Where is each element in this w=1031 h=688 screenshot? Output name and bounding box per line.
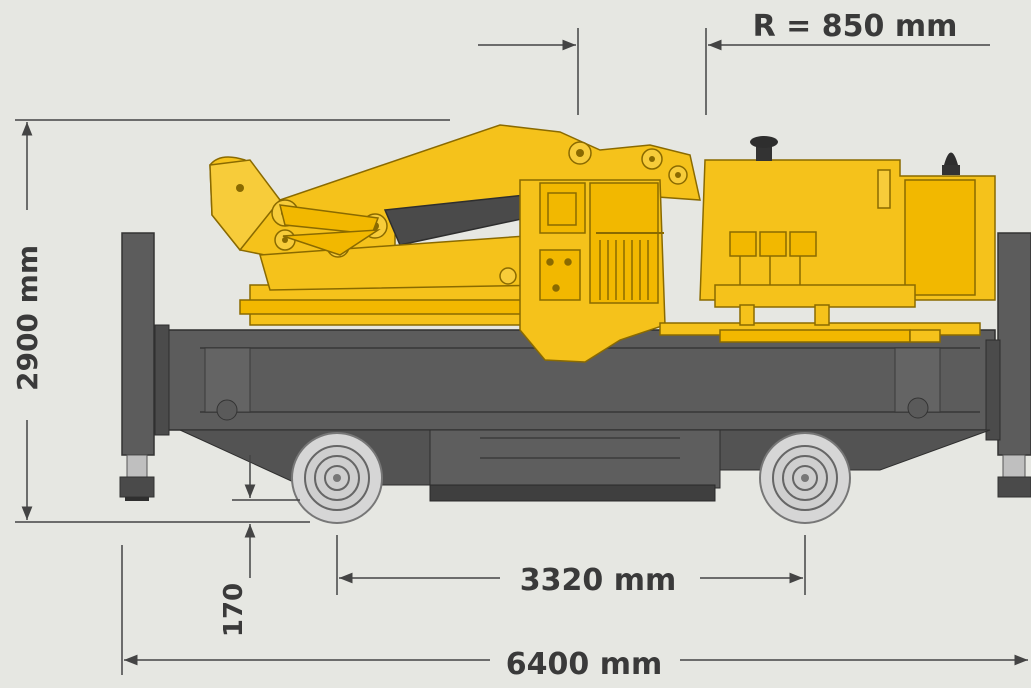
crane-superstructure — [209, 124, 996, 363]
length-label: 6400 mm — [506, 647, 662, 682]
radius-label: R = 850 mm — [753, 9, 958, 44]
wheel-front — [291, 432, 383, 524]
exhaust-cap — [750, 136, 778, 161]
dimension-lines — [15, 28, 1028, 675]
wheelbase-label: 3320 mm — [520, 563, 676, 598]
clearance-label: 170 — [219, 583, 249, 637]
warning-beacon — [942, 152, 960, 175]
outrigger-right — [997, 232, 1031, 498]
outrigger-left — [119, 232, 155, 501]
height-label: 2900 mm — [11, 245, 44, 391]
wheel-rear — [759, 432, 851, 524]
